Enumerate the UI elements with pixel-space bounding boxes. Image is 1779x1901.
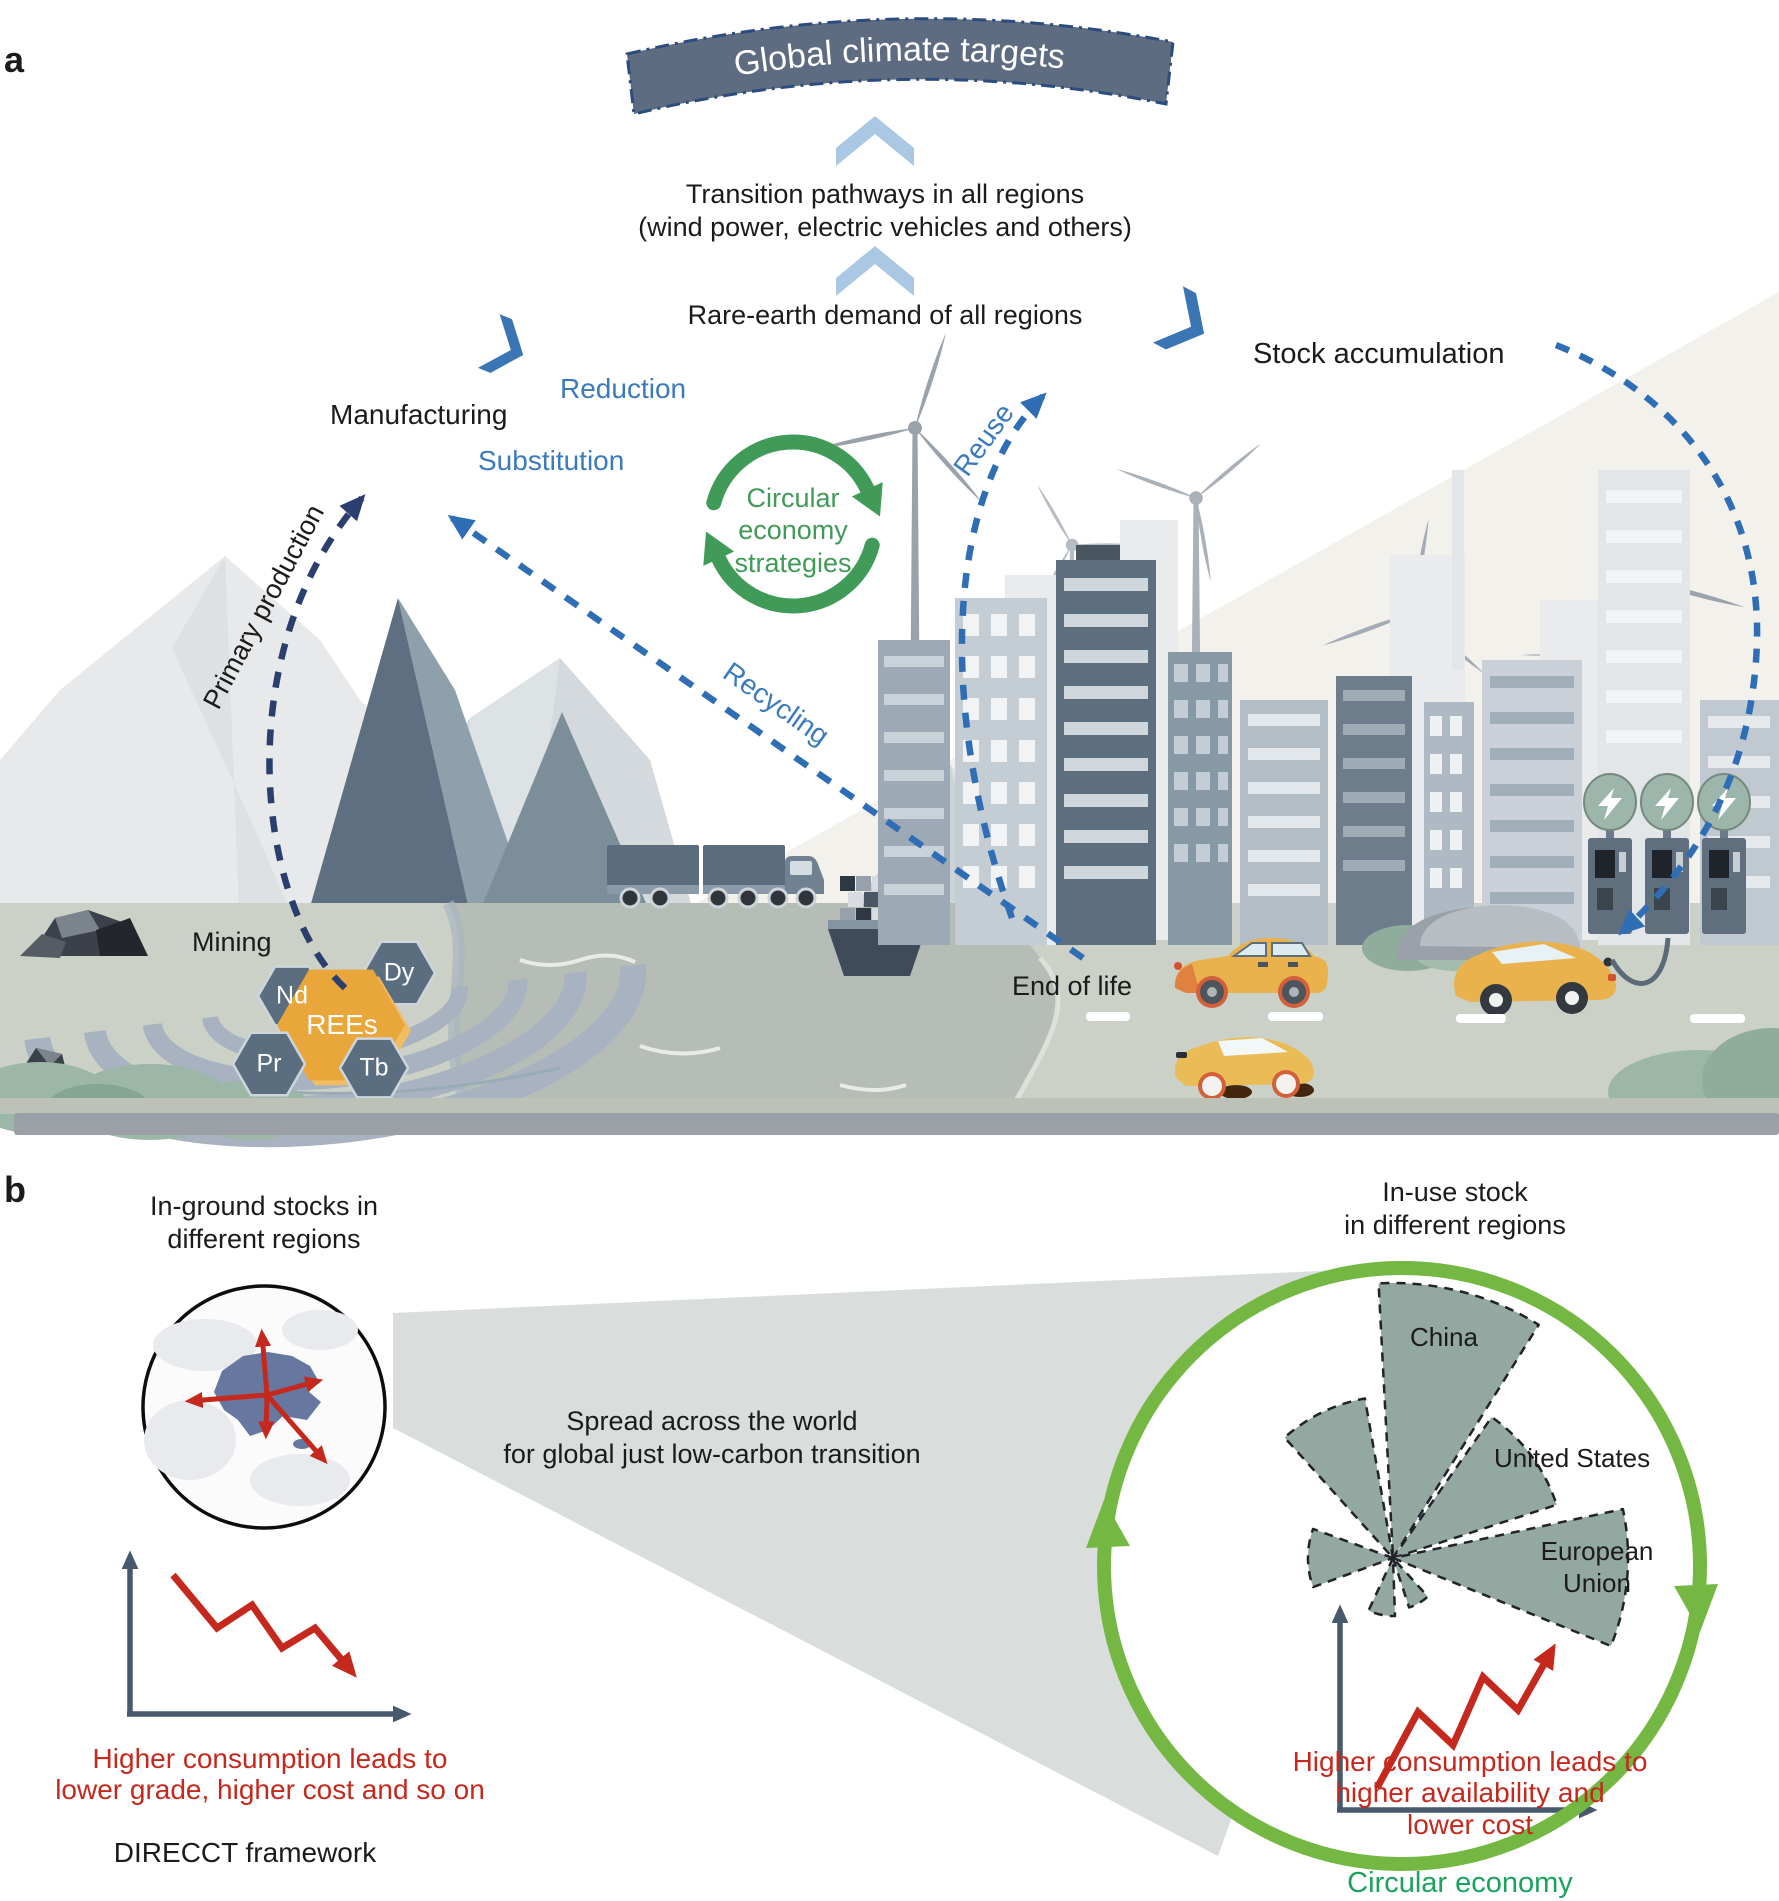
globe-icon [141, 1284, 387, 1530]
european-union-wedge-label: European Union [1540, 1536, 1654, 1598]
ev-charging-area [1397, 773, 1751, 1016]
hexagon-tb [338, 1037, 410, 1099]
banner: Global climate targets [625, 17, 1175, 116]
in-use-chart [1331, 1604, 1598, 1819]
rose-wedge [1391, 1556, 1430, 1609]
charging-cable [1609, 937, 1671, 986]
in-ground-caption: Higher consumption leads to lower grade,… [55, 1743, 485, 1805]
rees-hexagon-label: REEs [306, 1009, 378, 1040]
in-use-caption: Higher consumption leads to higher avail… [1292, 1746, 1648, 1840]
substitution-label: Substitution [478, 445, 625, 476]
united-states-wedge-label: United States [1494, 1443, 1651, 1473]
chevron-up-icon [836, 246, 914, 296]
circular-economy-label: Circular economy [1347, 1867, 1573, 1899]
flow-arrows [266, 341, 1761, 991]
rose-wedge [1391, 1507, 1630, 1648]
in-use-rose-chart [1283, 1281, 1630, 1648]
ground-edge [0, 1098, 1779, 1114]
stock-accumulation-arrow [1554, 341, 1761, 936]
rose-wedge [1283, 1397, 1395, 1560]
car-icon [1174, 938, 1329, 1008]
rising-trend-line [1373, 1643, 1556, 1790]
chevron-right-icon [1152, 286, 1220, 362]
china-wedge-label: China [1410, 1322, 1478, 1352]
manufacturing-label: Manufacturing [330, 399, 508, 430]
panel-a-label: a [4, 39, 25, 80]
end-of-life-label: End of life [1012, 971, 1133, 1001]
rose-wedge [1377, 1281, 1540, 1560]
reduction-label: Reduction [560, 373, 687, 404]
stock-accumulation-label: Stock accumulation [1253, 338, 1505, 370]
car-icon [1175, 1037, 1314, 1100]
direcct-framework-label: DIRECCT framework [113, 1837, 377, 1868]
rising-trend [1373, 1643, 1556, 1790]
spread-arrows [184, 1328, 328, 1465]
in-use-heading: In-use stock in different regions [1344, 1177, 1566, 1240]
panel-b-label: b [4, 1169, 26, 1210]
in-ground-heading: In-ground stocks in different regions [149, 1191, 379, 1254]
truck-icon [607, 845, 824, 909]
pr-hexagon-label: Pr [256, 1049, 282, 1078]
gray-car-icon [1420, 905, 1580, 948]
ev-charger-icon [1583, 773, 1637, 935]
dy-hexagon-label: Dy [383, 958, 415, 987]
rose-wedge [1367, 1556, 1397, 1618]
spread-caption: Spread across the world for global just … [503, 1406, 921, 1469]
ree-hexagons [231, 940, 437, 1099]
transition-pathways-text: Transition pathways in all regions (wind… [638, 179, 1132, 242]
chevron-up-icon [836, 116, 914, 166]
rose-wedge [1306, 1527, 1395, 1589]
circular-arrows-icon [703, 434, 883, 614]
reuse-arrow [958, 392, 1047, 920]
hexagon-pr [231, 1031, 307, 1097]
mining-label: Mining [192, 927, 272, 957]
declining-trend-line [170, 1572, 357, 1678]
circular-economy-zone [1104, 1268, 1700, 1864]
rose-wedge [1391, 1415, 1558, 1560]
primary-production-arrow [266, 494, 366, 991]
rare-earth-demand-text: Rare-earth demand of all regions [687, 300, 1083, 330]
in-ground-chart [121, 1550, 412, 1723]
end-of-life-cars [1174, 938, 1329, 1100]
chevron-right-icon [477, 314, 535, 382]
circular-economy-ring-icon [1086, 1261, 1718, 1871]
tb-hexagon-label: Tb [359, 1053, 389, 1082]
circular-economy-strategies-label: Circular economy strategies [734, 483, 852, 578]
road-markings [1086, 1012, 1745, 1023]
nd-hexagon-label: Nd [276, 981, 308, 1010]
declining-trend [170, 1572, 357, 1678]
ev-charger-icon [1697, 773, 1751, 935]
base-bar [14, 1113, 1779, 1135]
